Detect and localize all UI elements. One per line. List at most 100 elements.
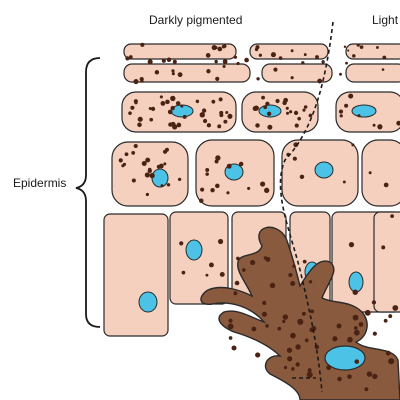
melanin-granule <box>228 318 233 323</box>
melanocyte-granules <box>219 256 399 392</box>
melanin-granule <box>381 68 385 71</box>
melanin-granule <box>176 122 182 128</box>
melanin-granule <box>133 143 138 149</box>
melanin-granule <box>236 61 240 66</box>
melanin-granule <box>352 314 359 321</box>
melanin-granule <box>150 106 156 111</box>
melanin-granule <box>266 111 272 116</box>
melanin-granule <box>297 116 301 121</box>
cell-nucleus <box>185 239 203 261</box>
melanin-granule <box>352 54 356 58</box>
melanin-granule <box>125 56 130 61</box>
melanin-granule <box>234 280 240 286</box>
melanin-granule <box>131 178 136 183</box>
melanin-granule <box>253 105 259 111</box>
melanin-granule <box>247 186 251 190</box>
melanin-granule <box>392 305 399 311</box>
melanin-granule <box>222 64 226 68</box>
melanin-granule <box>219 113 224 118</box>
melanin-granule <box>385 350 391 356</box>
melanin-granule <box>303 105 308 109</box>
melanin-granule <box>238 161 244 167</box>
melanin-granule <box>147 168 152 173</box>
melanin-granule <box>285 106 289 110</box>
melanin-granule <box>219 271 225 277</box>
melanin-granule <box>167 109 173 115</box>
keratinocyte-cell <box>249 43 329 60</box>
melanin-granule <box>130 105 135 110</box>
melanin-granule <box>263 256 268 260</box>
melanin-granule <box>244 57 249 63</box>
melanin-granule <box>227 323 234 330</box>
melanin-granule <box>356 43 360 47</box>
cell-nucleus <box>314 161 334 179</box>
melanin-granule <box>390 214 394 219</box>
melanin-granule <box>179 241 184 246</box>
melanin-granule <box>195 99 200 104</box>
melanin-granule <box>264 187 270 193</box>
melanin-granule <box>358 322 364 327</box>
melanin-granule <box>292 156 297 161</box>
melanin-granule <box>310 309 315 314</box>
melanin-granule <box>351 143 355 147</box>
melanin-granule <box>293 142 299 148</box>
melanin-granule <box>154 70 160 75</box>
melanin-granule <box>299 174 305 180</box>
melanin-granule <box>317 78 323 84</box>
epidermis-bracket <box>75 57 101 328</box>
melanin-granule <box>336 323 342 329</box>
melanin-granule <box>140 42 145 47</box>
melanin-granule <box>148 106 152 110</box>
melanin-granule <box>383 318 388 323</box>
melanin-granule <box>267 124 273 130</box>
melanin-granule <box>134 101 138 105</box>
melanin-granule <box>332 336 338 342</box>
melanin-granule <box>128 55 133 59</box>
melanin-granule <box>199 112 205 118</box>
melanin-granule <box>223 119 228 124</box>
melanin-granule <box>295 362 300 367</box>
melanin-granule <box>251 326 257 332</box>
melanin-granule <box>263 105 268 110</box>
melanin-granule <box>353 329 360 336</box>
melanin-granule <box>228 115 232 119</box>
melanin-granule <box>170 95 176 102</box>
cell-nucleus <box>348 271 364 293</box>
keratinocyte-cell <box>361 139 400 207</box>
melanin-granule <box>215 76 220 81</box>
melanin-granule <box>377 124 383 130</box>
melanin-granule <box>168 122 173 127</box>
melanin-granule <box>282 319 286 324</box>
melanin-granule <box>382 55 387 60</box>
melanin-granule <box>261 311 267 317</box>
melanin-granule <box>128 111 132 116</box>
melanin-granule <box>175 101 181 106</box>
keratinocyte-cell <box>345 43 400 60</box>
melanin-granule <box>226 191 230 195</box>
melanin-granule <box>144 172 150 178</box>
melanin-granule <box>141 160 147 166</box>
melanin-granule <box>371 300 377 305</box>
melanin-granule <box>222 59 228 64</box>
melanin-granule <box>376 46 379 49</box>
darkly-pigmented-label: Darkly pigmented <box>149 13 243 27</box>
melanin-granule <box>172 59 177 64</box>
melanin-granule <box>145 192 149 197</box>
melanin-granule <box>260 181 266 187</box>
melanin-granule <box>344 103 349 108</box>
melanin-granule <box>214 59 218 64</box>
melanin-granule <box>206 69 211 74</box>
melanin-granule <box>170 105 175 111</box>
melanin-granule <box>287 356 293 362</box>
melanin-granule <box>302 259 307 264</box>
melanin-granule <box>354 359 360 364</box>
melanin-granule <box>366 371 373 377</box>
melanin-granule <box>372 123 376 127</box>
melanin-granule <box>372 373 378 380</box>
melanin-granule <box>160 184 164 188</box>
melanin-granule <box>147 59 153 65</box>
melanin-granule <box>292 264 296 268</box>
melanin-granule <box>306 371 313 378</box>
keratinocyte-cell <box>261 63 333 83</box>
